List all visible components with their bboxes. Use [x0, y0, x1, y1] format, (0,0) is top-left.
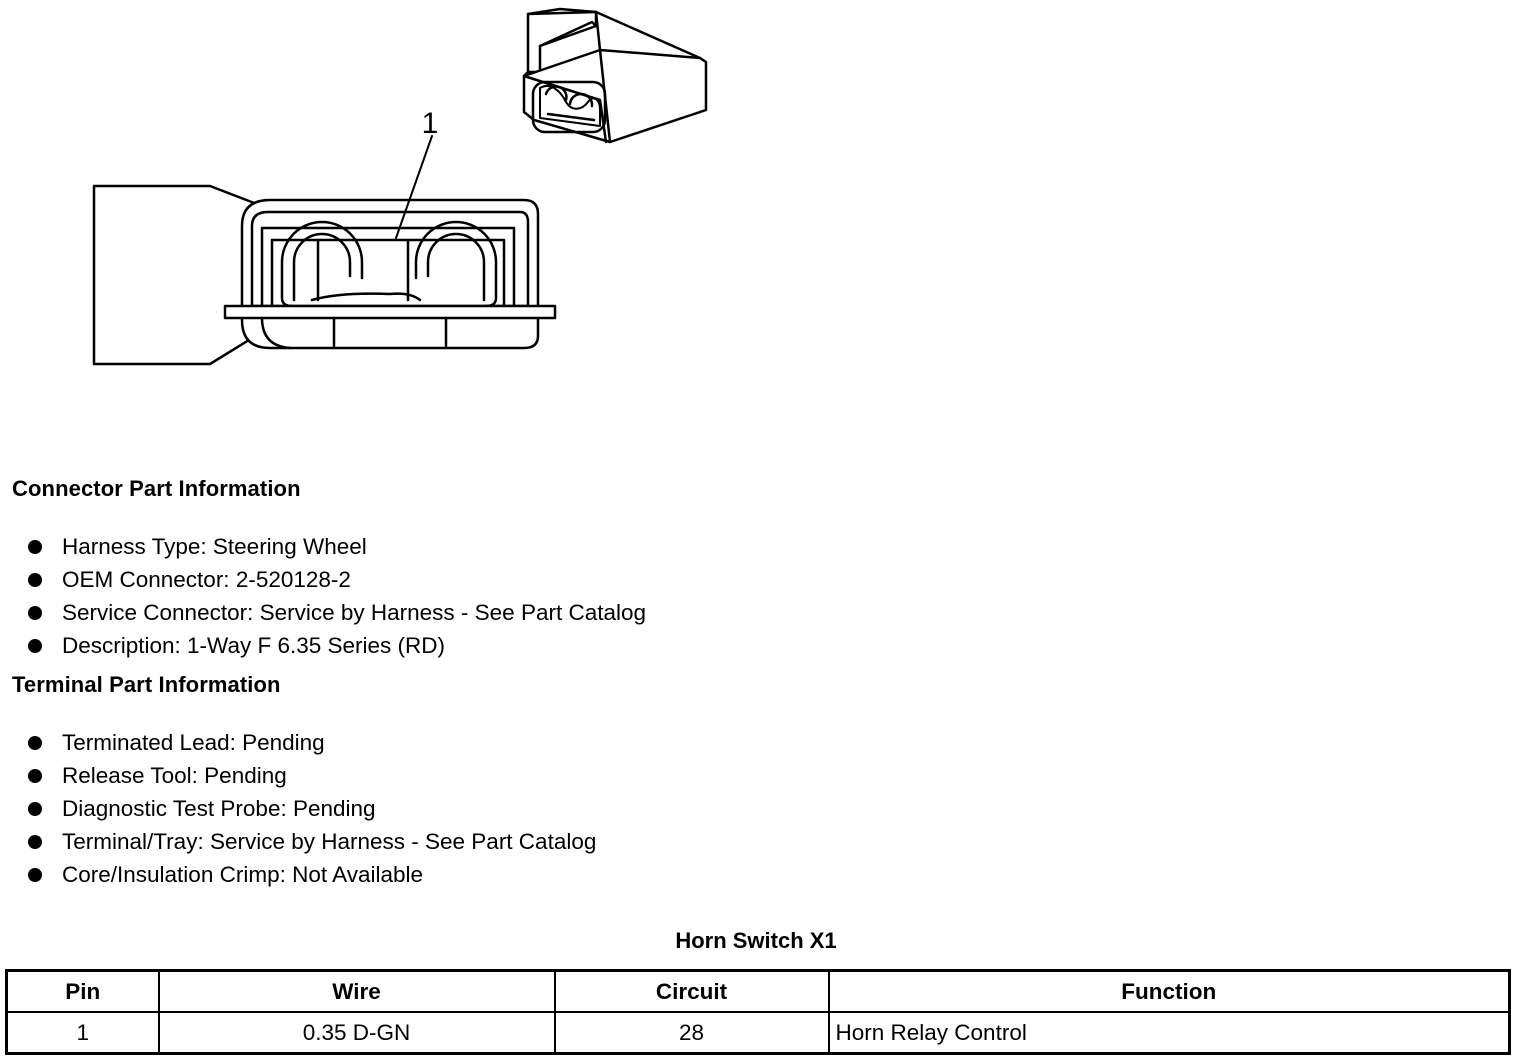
bullet-icon: [28, 540, 42, 555]
terminal-part-info-list: Terminated Lead: Pending Release Tool: P…: [28, 727, 596, 891]
circuit-cell: 28: [553, 1011, 830, 1055]
connector-front-view: [92, 135, 557, 366]
bullet-icon: [28, 769, 42, 784]
list-item: Terminal/Tray: Service by Harness - See …: [28, 825, 596, 858]
list-item-text: Release Tool: Pending: [62, 763, 287, 789]
pin-table-title: Horn Switch X1: [675, 928, 837, 953]
connector-illustration: 1: [0, 0, 760, 420]
list-item: Diagnostic Test Probe: Pending: [28, 793, 596, 826]
bullet-icon: [28, 801, 42, 816]
table-row: 1 0.35 D-GN 28 Horn Relay Control: [5, 1011, 1511, 1055]
list-item: Release Tool: Pending: [28, 760, 596, 793]
connector-part-info-heading: Connector Part Information: [12, 476, 301, 501]
pin-table: Pin Wire Circuit Function 1 0.35 D-GN 28…: [5, 969, 1511, 1055]
list-item: Description: 1-Way F 6.35 Series (RD): [28, 629, 646, 662]
terminal-part-info-heading: Terminal Part Information: [12, 672, 281, 697]
list-item-text: Description: 1-Way F 6.35 Series (RD): [62, 632, 446, 658]
list-item: Core/Insulation Crimp: Not Available: [28, 858, 596, 891]
bullet-icon: [28, 573, 42, 588]
bullet-icon: [28, 736, 42, 751]
list-item: Terminated Lead: Pending: [28, 727, 596, 760]
bullet-icon: [28, 834, 42, 849]
bullet-icon: [28, 605, 42, 620]
bullet-icon: [28, 867, 42, 882]
list-item-text: Terminated Lead: Pending: [62, 730, 325, 756]
column-header-wire: Wire: [157, 969, 556, 1013]
connector-part-info-list: Harness Type: Steering Wheel OEM Connect…: [28, 531, 646, 662]
list-item-text: Service Connector: Service by Harness - …: [62, 599, 647, 625]
connector-perspective-view: [522, 7, 708, 144]
list-item-text: Terminal/Tray: Service by Harness - See …: [62, 828, 597, 854]
pin-cell: 1: [5, 1011, 160, 1055]
list-item-text: Harness Type: Steering Wheel: [62, 534, 367, 560]
bullet-icon: [28, 638, 42, 653]
list-item: OEM Connector: 2-520128-2: [28, 564, 646, 597]
list-item: Service Connector: Service by Harness - …: [28, 597, 646, 630]
column-header-pin: Pin: [5, 969, 160, 1013]
wire-cell: 0.35 D-GN: [157, 1011, 556, 1055]
list-item-text: Core/Insulation Crimp: Not Available: [62, 861, 424, 887]
connector-drawing: 1: [92, 7, 708, 366]
list-item: Harness Type: Steering Wheel: [28, 531, 646, 564]
column-header-function: Function: [827, 969, 1511, 1013]
callout-label-1: 1: [422, 107, 439, 140]
list-item-text: OEM Connector: 2-520128-2: [62, 567, 351, 593]
table-header-row: Pin Wire Circuit Function: [5, 969, 1511, 1013]
list-item-text: Diagnostic Test Probe: Pending: [62, 795, 376, 821]
function-cell: Horn Relay Control: [827, 1011, 1511, 1055]
column-header-circuit: Circuit: [553, 969, 830, 1013]
